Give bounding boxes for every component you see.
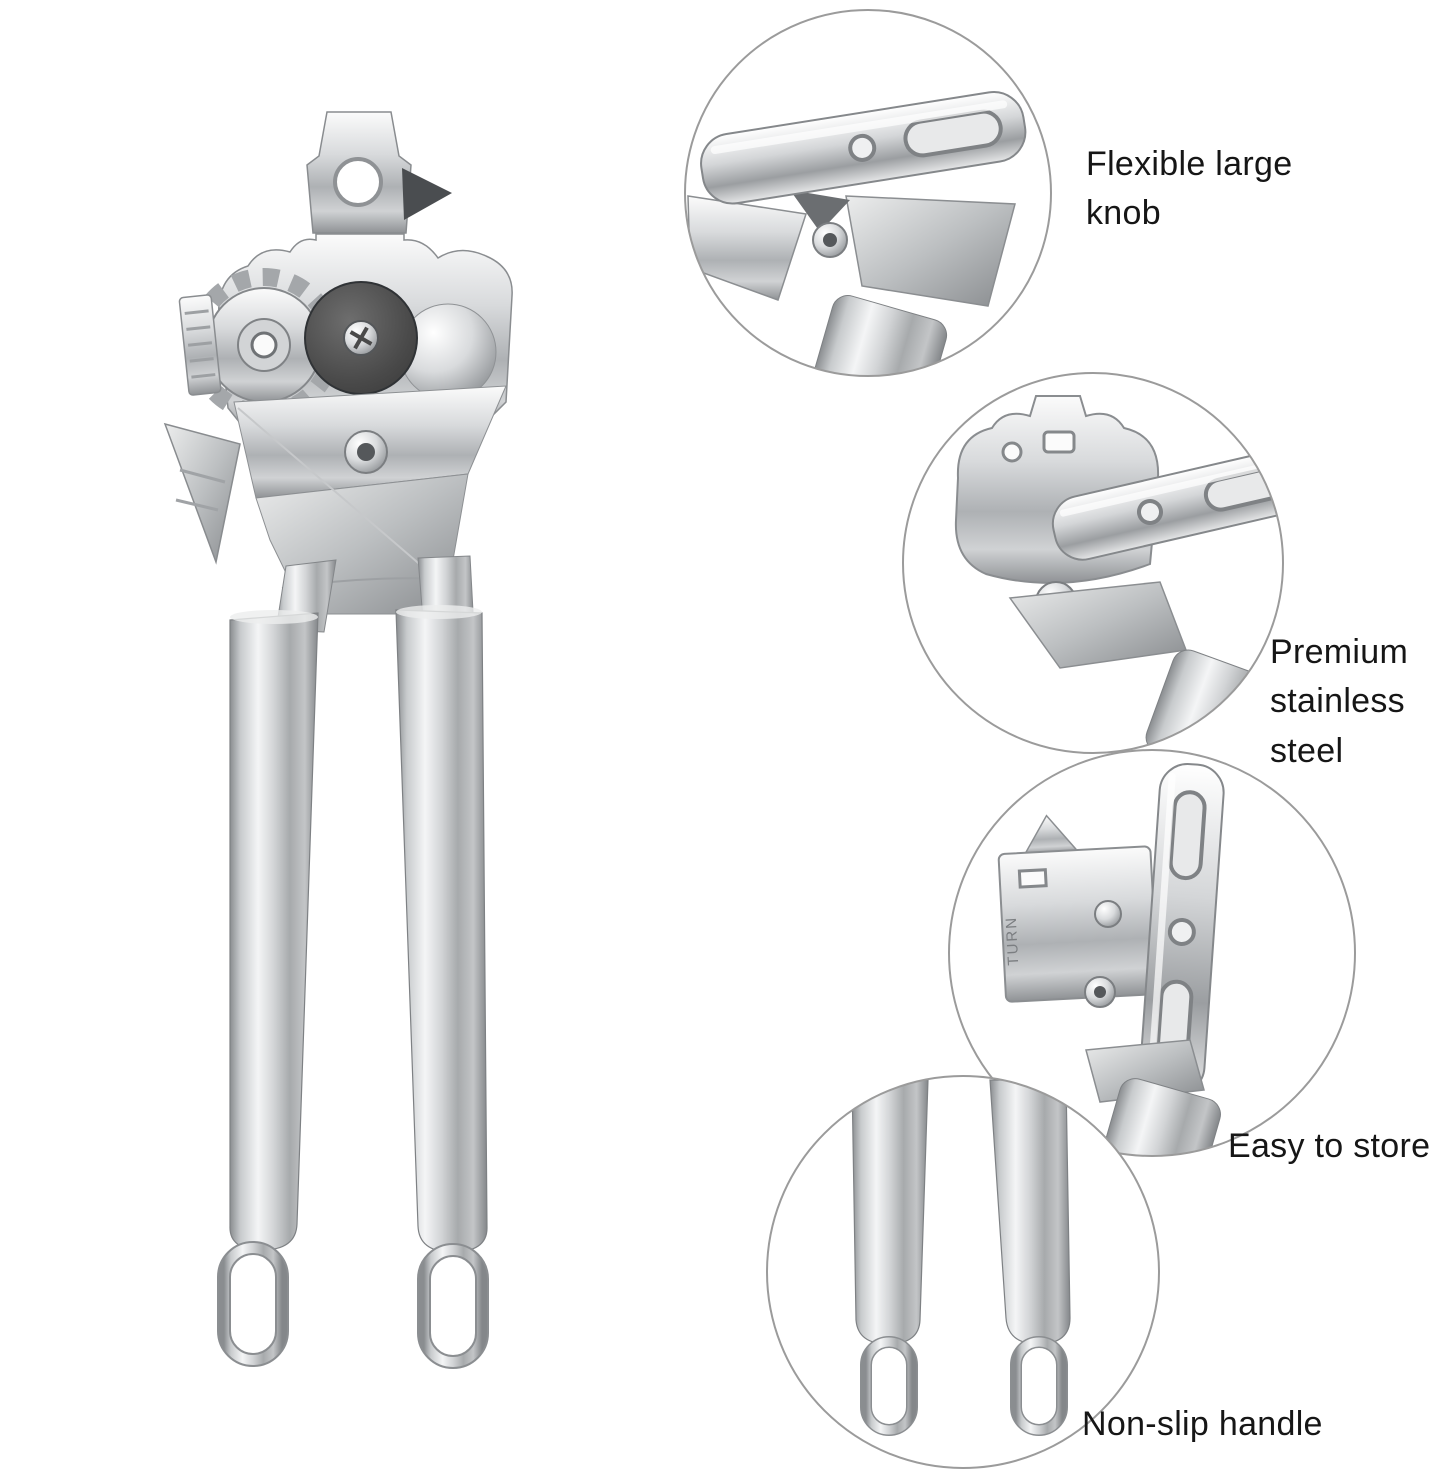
cutting-disc (304, 281, 418, 395)
callout-circle-handle (766, 1075, 1160, 1469)
callout-label-handle: Non-slip handle (1082, 1405, 1323, 1443)
callout-circle-knob (684, 9, 1052, 377)
callout-handle-detail (851, 1079, 1071, 1436)
knob-bar-side-view (1139, 763, 1225, 1095)
callout-label-store: Easy to store (1228, 1127, 1431, 1165)
callout-circle-steel (902, 372, 1284, 754)
callout-store-detail: TURN (997, 763, 1225, 1156)
right-handle (395, 605, 488, 1253)
hanger-plate (306, 111, 452, 234)
side-lever-plate (178, 294, 222, 396)
callout-knob-detail (687, 91, 1027, 376)
callout-circle-store: TURN (948, 749, 1356, 1157)
side-flap (163, 422, 241, 565)
can-opener-main (163, 111, 513, 1369)
callout-label-steel: Premium stainless steel (1270, 633, 1409, 770)
turning-knob-bar (700, 91, 1027, 205)
left-hanging-loop (217, 1241, 289, 1367)
right-hanging-loop (417, 1243, 489, 1369)
callout-label-knob: Flexible large knob (1086, 145, 1293, 233)
hanging-hole (333, 157, 383, 207)
left-handle (229, 610, 319, 1251)
bottle-opener-notch (402, 168, 452, 220)
etched-turn-text: TURN (1003, 915, 1023, 965)
